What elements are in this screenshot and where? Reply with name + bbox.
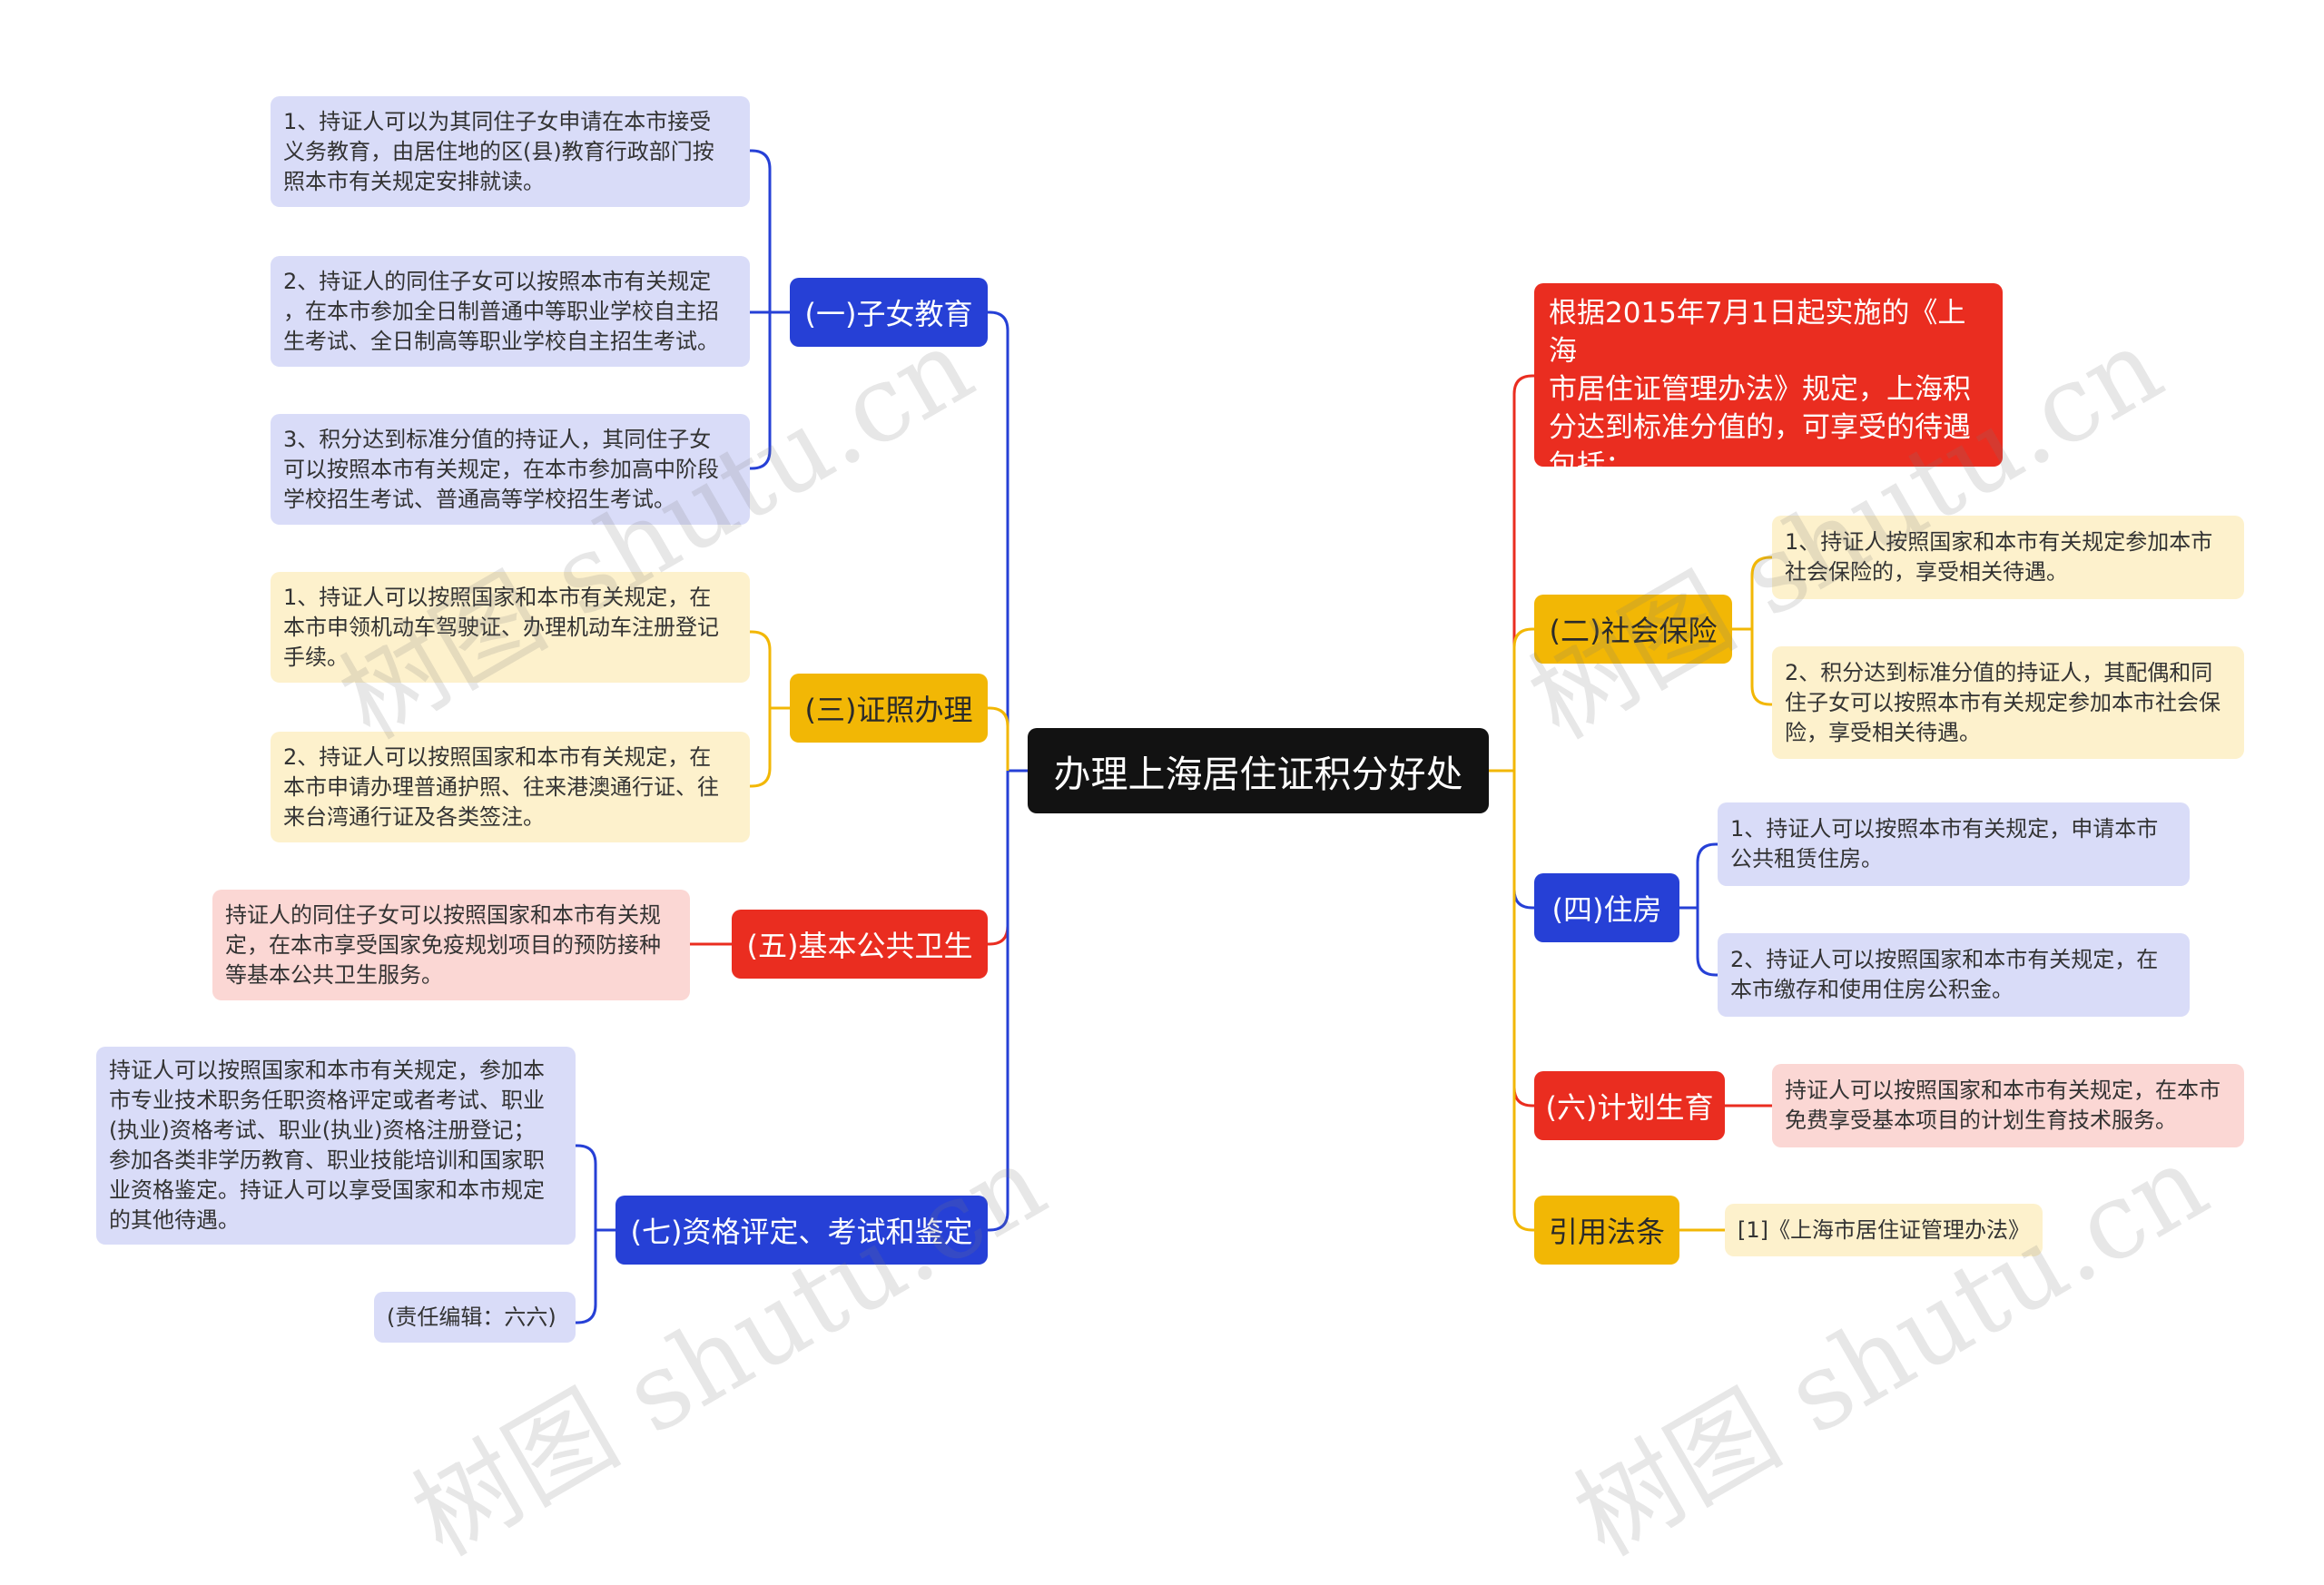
connector-lines [576,149,1772,1324]
leaf-editor-note[interactable]: (责任编辑：六六) [374,1292,576,1343]
leaf-license-1[interactable]: 1、持证人可以按照国家和本市有关规定，在 本市申领机动车驾驶证、办理机动车注册登… [271,572,750,683]
leaf-license-2[interactable]: 2、持证人可以按照国家和本市有关规定，在 本市申请办理普通护照、往来港澳通行证、… [271,732,750,842]
leaf-qualification[interactable]: 持证人可以按照国家和本市有关规定，参加本 市专业技术职务任职资格评定或者考试、职… [96,1047,576,1245]
mind-map-canvas: 办理上海居住证积分好处 (一)子女教育 1、持证人可以为其同住子女申请在本市接受… [96,96,2244,1580]
leaf-public-health[interactable]: 持证人的同住子女可以按照国家和本市有关规 定，在本市享受国家免疫规划项目的预防接… [212,890,690,1000]
branch-children-education[interactable]: (一)子女教育 [790,278,988,347]
branch-cited-law[interactable]: 引用法条 [1534,1196,1679,1265]
leaf-family-planning[interactable]: 持证人可以按照国家和本市有关规定，在本市 免费享受基本项目的计划生育技术服务。 [1772,1064,2244,1147]
root-topic[interactable]: 办理上海居住证积分好处 [1028,728,1489,813]
branch-family-planning[interactable]: (六)计划生育 [1534,1071,1725,1140]
leaf-cited-law[interactable]: [1]《上海市居住证管理办法》 [1725,1204,2043,1256]
leaf-insurance-1[interactable]: 1、持证人按照国家和本市有关规定参加本市 社会保险的，享受相关待遇。 [1772,516,2244,599]
branch-housing[interactable]: (四)住房 [1534,873,1679,942]
branch-license-handling[interactable]: (三)证照办理 [790,674,988,743]
branch-public-health[interactable]: (五)基本公共卫生 [732,910,988,979]
leaf-housing-2[interactable]: 2、持证人可以按照国家和本市有关规定，在 本市缴存和使用住房公积金。 [1718,933,2190,1017]
leaf-education-3[interactable]: 3、积分达到标准分值的持证人，其同住子女 可以按照本市有关规定，在本市参加高中阶… [271,414,750,525]
intro-topic[interactable]: 根据2015年7月1日起实施的《上海 市居住证管理办法》规定，上海积 分达到标准… [1534,283,2003,482]
leaf-education-2[interactable]: 2、持证人的同住子女可以按照本市有关规定 ，在本市参加全日制普通中等职业学校自主… [271,256,750,367]
branch-social-insurance[interactable]: (二)社会保险 [1534,595,1732,664]
branch-qualification[interactable]: (七)资格评定、考试和鉴定 [615,1196,988,1265]
leaf-insurance-2[interactable]: 2、积分达到标准分值的持证人，其配偶和同 住子女可以按照本市有关规定参加本市社会… [1772,646,2244,759]
leaf-housing-1[interactable]: 1、持证人可以按照本市有关规定，申请本市 公共租赁住房。 [1718,802,2190,886]
leaf-education-1[interactable]: 1、持证人可以为其同住子女申请在本市接受 义务教育，由居住地的区(县)教育行政部… [271,96,750,207]
